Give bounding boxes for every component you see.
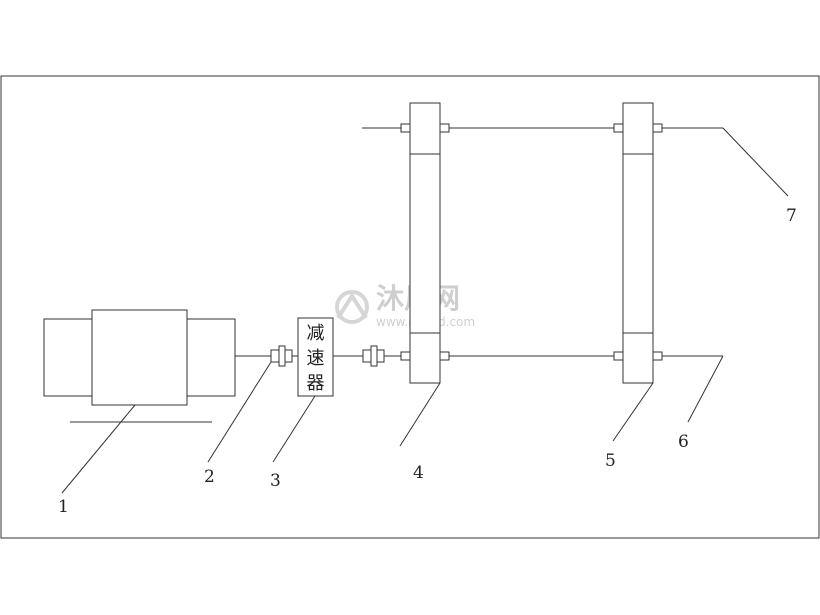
watermark: 沐风网 www.mfcad.com	[335, 282, 475, 329]
leader-line-2	[207, 361, 272, 463]
coupling-left	[270, 345, 293, 367]
leader-line-5	[612, 382, 654, 442]
leader-line-3	[272, 395, 316, 463]
left-frame-bottom-wheel	[409, 332, 441, 384]
label-1: 1	[58, 497, 69, 517]
reducer-char-1: 减	[307, 323, 325, 344]
label-3: 3	[270, 471, 281, 491]
right-frame	[613, 102, 663, 384]
leader-line-4	[399, 382, 441, 447]
label-5: 5	[605, 451, 616, 471]
label-4: 4	[413, 463, 424, 483]
reducer-char-2: 速	[307, 348, 325, 369]
reducer-box	[297, 317, 334, 397]
motor-center-block	[91, 309, 188, 406]
drawing-border	[0, 75, 820, 539]
leader-line-1	[61, 404, 136, 494]
leader-line-6	[687, 355, 724, 423]
left-frame	[400, 102, 450, 384]
motor	[43, 309, 236, 423]
reducer-char-3: 器	[307, 373, 325, 394]
label-7: 7	[786, 206, 797, 226]
right-frame-top-wheel	[622, 102, 654, 155]
label-6: 6	[678, 432, 689, 452]
label-2: 2	[204, 467, 215, 487]
coupling-right	[362, 345, 385, 367]
reducer: 减 速 器	[297, 317, 334, 397]
right-frame-bottom-wheel	[622, 332, 654, 384]
leader-line-7	[722, 127, 789, 197]
watermark-logo-icon	[335, 290, 369, 324]
left-frame-top-wheel	[409, 102, 441, 155]
